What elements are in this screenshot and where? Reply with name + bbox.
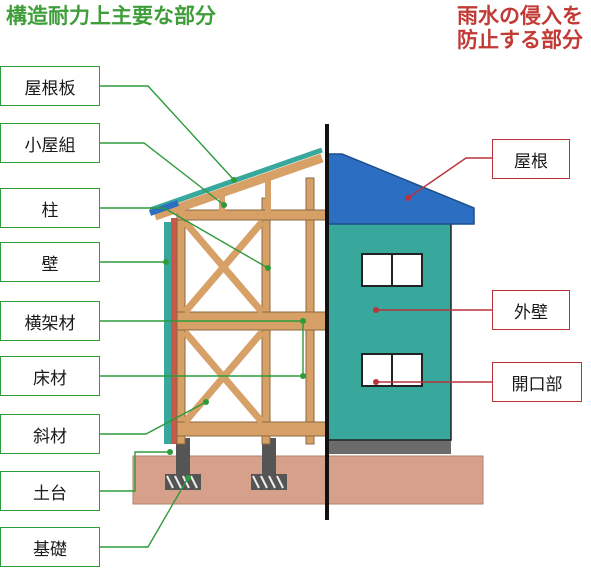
- label-foundation: 基礎: [0, 527, 100, 567]
- window-lower: [361, 353, 423, 387]
- label-roof: 屋根: [492, 139, 570, 179]
- label-brace: 斜材: [0, 414, 100, 454]
- label-wall: 壁: [0, 242, 100, 282]
- label-horizontal-member: 横架材: [0, 301, 100, 341]
- wall-layer: [171, 218, 177, 444]
- window-upper: [361, 253, 423, 287]
- finished-exterior: [326, 153, 475, 454]
- structural-parts-heading: 構造耐力上主要な部分: [6, 4, 216, 28]
- label-floor-material: 床材: [0, 356, 100, 396]
- gray-base: [327, 438, 451, 454]
- exterior-wall-board: [164, 222, 171, 444]
- roof: [326, 153, 475, 225]
- rain-protection-heading: 雨水の侵入を 防止する部分: [457, 4, 583, 52]
- rain-leaders: [376, 157, 492, 383]
- label-column: 柱: [0, 188, 100, 228]
- rain-heading-line2: 防止する部分: [457, 28, 583, 52]
- footing-left: [165, 438, 201, 490]
- label-sill: 土台: [0, 471, 100, 511]
- label-roof-board: 屋根板: [0, 66, 100, 106]
- label-roof-truss: 小屋組: [0, 123, 100, 163]
- footing-right: [251, 438, 287, 490]
- structural-leaders: [100, 85, 304, 548]
- rain-heading-line1: 雨水の侵入を: [457, 4, 583, 28]
- label-exterior-wall: 外壁: [492, 290, 570, 330]
- label-opening: 開口部: [492, 362, 582, 402]
